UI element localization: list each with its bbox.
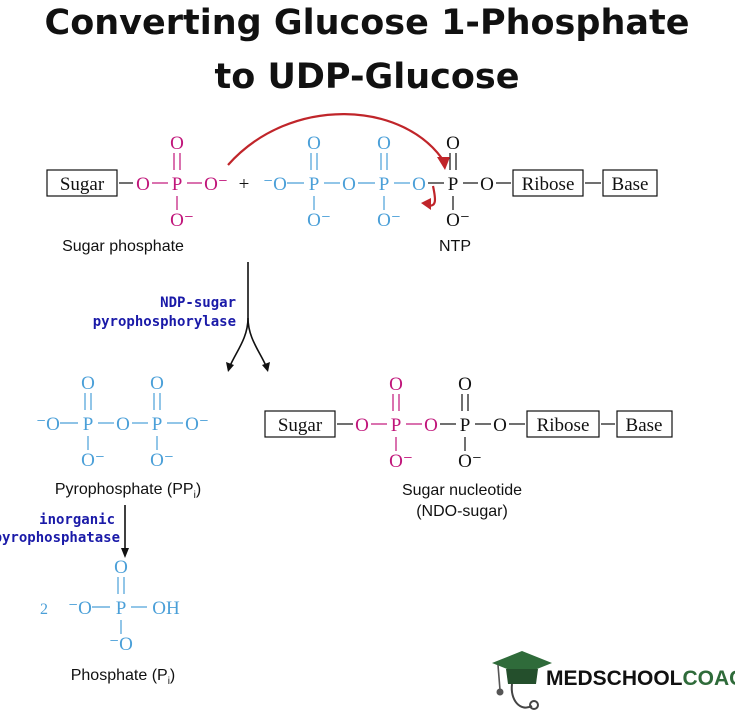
- ribose-box: [526, 410, 600, 438]
- ppi-left-oxygen-anion: ⁻O: [36, 414, 60, 435]
- pi-oxygen-anion-bottom: ⁻O: [109, 634, 133, 655]
- ppi-oxygen-anion-2: O⁻: [150, 450, 174, 471]
- nucleotide-sugar-oxygen: O: [355, 415, 369, 436]
- sugar-phosphate-caption: Sugar phosphate: [62, 238, 184, 255]
- sugar-label: Sugar: [60, 174, 105, 195]
- ppi-oxygen-anion-1: O⁻: [81, 450, 105, 471]
- sugar-box: [264, 410, 336, 438]
- alpha-double-oxygen: O: [446, 133, 460, 154]
- pi-double-oxygen: O: [114, 557, 128, 578]
- nucleotide-oxygen-anion-1: O⁻: [389, 451, 413, 472]
- phosphorus-atom: P: [172, 174, 183, 195]
- base-box: [602, 169, 658, 197]
- ppi-double-oxygen-1: O: [81, 373, 95, 394]
- base-box: [616, 410, 673, 438]
- plus-sign: +: [239, 174, 250, 195]
- sugar-phosphate-molecule: Sugar O P O O⁻ O⁻: [46, 133, 228, 231]
- beta-double-oxygen: O: [377, 133, 391, 154]
- enzyme-ndp-line2: pyrophosphorylase: [93, 314, 236, 330]
- ppi-phosphorus-2: P: [152, 414, 163, 435]
- base-label: Base: [612, 174, 649, 195]
- double-bond-oxygen: O: [170, 133, 184, 154]
- nucleotide-double-oxygen-1: O: [389, 374, 403, 395]
- ppi-double-oxygen-2: O: [150, 373, 164, 394]
- nucleophilic-attack-arrow: [227, 113, 450, 210]
- ppi-bridge-oxygen: O: [116, 414, 130, 435]
- title-line-1: Converting Glucose 1-Phosphate: [45, 3, 690, 43]
- enzyme-ndp-line1: NDP-sugar: [160, 295, 236, 311]
- pyrophosphate-caption: Pyrophosphate (PPi): [55, 481, 201, 501]
- oxygen-anion-bottom: O⁻: [170, 210, 194, 231]
- nucleotide-phosphorus-1: P: [391, 415, 402, 436]
- nucleotide-ribose-oxygen: O: [493, 415, 507, 436]
- ribose-box: [512, 169, 584, 197]
- sugar-label: Sugar: [278, 415, 323, 436]
- phosphate-molecule: 2 ⁻O P O ⁻O OH: [40, 557, 180, 655]
- bridge-oxygen-1: O: [342, 174, 356, 195]
- reaction-arrow: [226, 262, 270, 372]
- sugar-nucleotide-molecule: Sugar O P O O⁻ O P O O⁻ O Ribose Base: [264, 374, 673, 472]
- medschoolcoach-logo: MEDSCHOOLCOACH: [492, 651, 735, 710]
- oxygen-anion-right: O⁻: [204, 174, 228, 195]
- sugar-nucleotide-caption-2: (NDO-sugar): [416, 503, 508, 520]
- enzyme-inorganic-line1: inorganic: [39, 512, 115, 528]
- alpha-phosphorus: P: [448, 174, 459, 195]
- pi-phosphorus: P: [116, 598, 127, 619]
- nucleotide-double-oxygen-2: O: [458, 374, 472, 395]
- hydrolysis-arrow: [121, 505, 129, 558]
- sugar-box: [46, 169, 118, 197]
- beta-phosphorus: P: [379, 174, 390, 195]
- sugar-nucleotide-caption-1: Sugar nucleotide: [402, 482, 522, 499]
- gamma-phosphorus: P: [309, 174, 320, 195]
- ribose-label: Ribose: [522, 174, 575, 195]
- ntp-caption: NTP: [439, 238, 471, 255]
- base-label: Base: [626, 415, 663, 436]
- graduation-cap-icon: [492, 651, 552, 710]
- title-line-2: to UDP-Glucose: [214, 57, 519, 97]
- logo-text: MEDSCHOOLCOACH: [546, 667, 735, 690]
- pyrophosphate-molecule: ⁻O P O O⁻ O P O O⁻ O⁻: [36, 373, 209, 471]
- ppi-right-oxygen-anion: O⁻: [185, 414, 209, 435]
- alpha-oxygen-anion: O⁻: [446, 210, 470, 231]
- bridge-oxygen: O: [136, 174, 150, 195]
- enzyme-inorganic-line2: pyrophosphatase: [0, 530, 120, 546]
- terminal-oxygen-anion: ⁻O: [263, 174, 287, 195]
- pi-hydroxyl: OH: [152, 598, 180, 619]
- beta-oxygen-anion: O⁻: [377, 210, 401, 231]
- nucleotide-oxygen-anion-2: O⁻: [458, 451, 482, 472]
- bridge-oxygen-2: O: [412, 174, 426, 195]
- phosphate-caption: Phosphate (Pi): [71, 667, 176, 687]
- pi-oxygen-anion-left: ⁻O: [68, 598, 92, 619]
- ppi-phosphorus-1: P: [83, 414, 94, 435]
- nucleotide-phosphorus-2: P: [460, 415, 471, 436]
- stoichiometry-two: 2: [40, 601, 48, 618]
- gamma-oxygen-anion: O⁻: [307, 210, 331, 231]
- gamma-double-oxygen: O: [307, 133, 321, 154]
- ntp-molecule: ⁻O P O O⁻ O P O O⁻ O P O O⁻ O Ribose Bas…: [263, 133, 658, 231]
- ribose-oxygen: O: [480, 174, 494, 195]
- ribose-label: Ribose: [537, 415, 590, 436]
- nucleotide-bridge-oxygen: O: [424, 415, 438, 436]
